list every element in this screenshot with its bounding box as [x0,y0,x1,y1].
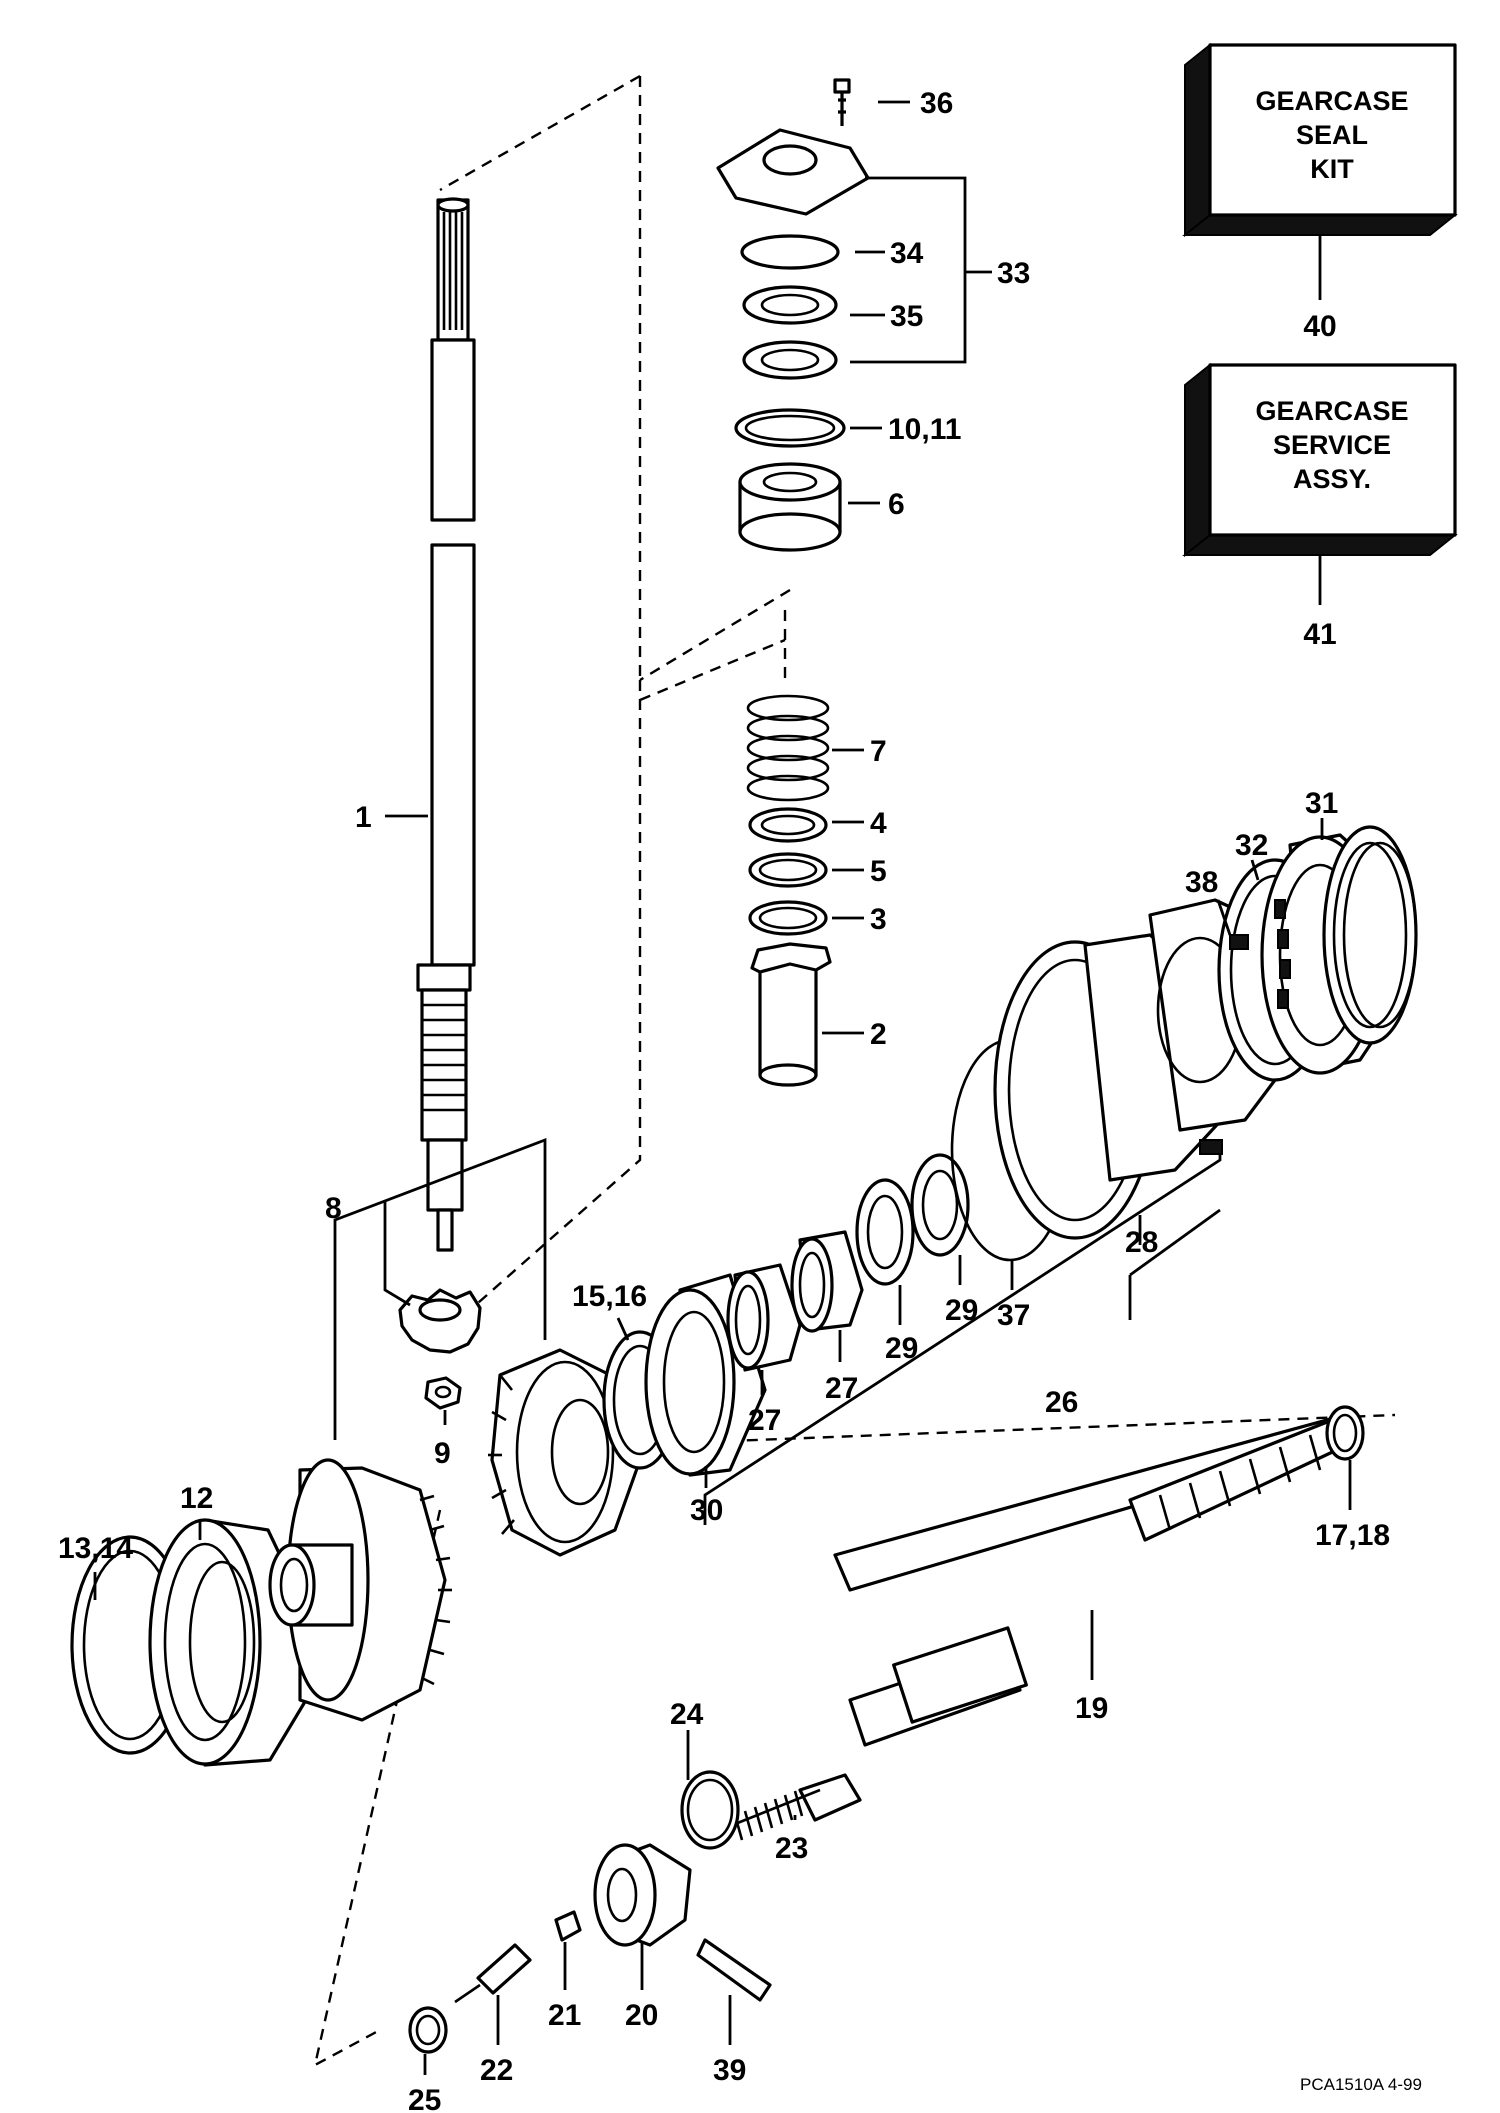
callout-1: 1 [355,801,372,834]
callout-41: 41 [1303,618,1336,651]
callout-36: 36 [920,87,953,120]
seal-kit-line-3: KIT [1310,154,1354,184]
service-assy-line-1: GEARCASE [1255,396,1408,426]
callout-24: 24 [670,1698,704,1731]
callout-4: 4 [870,807,887,840]
callout-9: 9 [434,1437,451,1470]
seal-kit-box: GEARCASE SEAL KIT 40 [1182,42,1458,343]
callout-30: 30 [690,1494,723,1527]
callout-34: 34 [890,237,924,270]
callout-21: 21 [548,1999,581,2032]
callout-13-14: 13,14 [58,1532,133,1565]
callout-29a: 29 [885,1332,918,1365]
service-assy-line-3: ASSY. [1293,464,1371,494]
callout-23: 23 [775,1832,808,1865]
callout-28: 28 [1125,1226,1158,1259]
callout-12: 12 [180,1482,213,1515]
callouts: 36 34 33 35 10,11 6 7 4 5 3 2 1 8 9 12 1… [58,87,1390,2113]
callout-3: 3 [870,903,887,936]
callout-27b: 27 [825,1372,858,1405]
service-assy-line-2: SERVICE [1273,430,1391,460]
callout-2: 2 [870,1018,887,1051]
callout-20: 20 [625,1999,658,2032]
pinion-gear [398,1288,482,1354]
callout-10-11: 10,11 [888,413,961,446]
drive-shaft [416,197,476,1252]
needle-bearings [726,1230,864,1372]
callout-31: 31 [1305,787,1338,820]
carrier-retainer [1217,825,1418,1082]
callout-25: 25 [408,2084,441,2113]
clutch-dog [408,1770,772,2054]
leader-lines [93,100,1352,2075]
callout-32: 32 [1235,829,1268,862]
callout-35: 35 [890,300,923,333]
callout-8: 8 [325,1192,342,1225]
seal-kit-line-1: GEARCASE [1255,86,1408,116]
propeller-shaft [719,1413,1360,1841]
callout-26: 26 [1045,1386,1078,1419]
thrust-washers [855,1153,970,1286]
pinion-nut [424,1376,462,1410]
callout-19: 19 [1075,1692,1108,1725]
callout-17-18: 17,18 [1315,1519,1390,1552]
callout-33: 33 [997,257,1030,290]
callout-27a: 27 [748,1404,781,1437]
callout-7: 7 [870,735,887,768]
bearing-housing [716,78,870,552]
callout-40: 40 [1303,310,1336,343]
prop-shaft-shim [1325,1405,1365,1461]
callout-6: 6 [888,488,905,521]
guide-lines [313,74,1396,2068]
callout-38: 38 [1185,866,1218,899]
reverse-gear-bearing [70,1518,332,1767]
callout-39: 39 [713,2054,746,2087]
callout-22: 22 [480,2054,513,2087]
callout-5: 5 [870,855,887,888]
callout-37: 37 [997,1299,1030,1332]
drawing-reference: PCA1510A 4-99 [1300,2075,1422,2094]
seal-kit-line-2: SEAL [1296,120,1368,150]
water-tube-stack [746,694,832,1087]
callout-15-16: 15,16 [572,1280,647,1313]
reverse-gear [268,1458,452,1722]
callout-29b: 29 [945,1294,978,1327]
service-assy-box: GEARCASE SERVICE ASSY. 41 [1182,362,1458,651]
